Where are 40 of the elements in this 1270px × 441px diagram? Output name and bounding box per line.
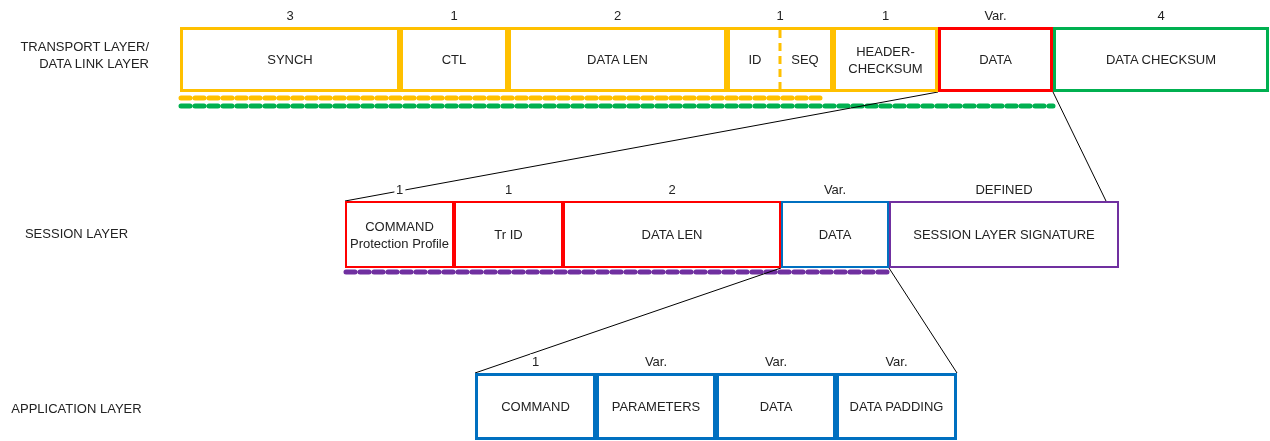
field-label: DATA — [758, 398, 794, 415]
field-label: COMMAND Protection Profile — [349, 217, 450, 252]
field-box — [716, 373, 836, 440]
field-box — [345, 201, 454, 268]
field-label: HEADER- CHECKSUM — [847, 42, 924, 77]
field-box — [889, 201, 1119, 268]
field-label: PARAMETERS — [610, 398, 702, 415]
connector-line — [1052, 91, 1107, 202]
layer-label: SESSION LAYER — [23, 225, 130, 242]
field-box — [938, 27, 1053, 92]
field-label: COMMAND — [500, 398, 571, 415]
field-box — [180, 27, 400, 92]
field-label: Tr ID — [493, 226, 524, 243]
field-label: DATA PADDING — [848, 398, 945, 415]
field-box — [454, 201, 563, 268]
field-box — [1053, 27, 1269, 92]
field-box — [836, 373, 957, 440]
layer-label: TRANSPORT LAYER/ DATA LINK LAYER — [19, 38, 149, 72]
field-box — [400, 27, 508, 92]
connector-line — [888, 267, 958, 374]
field-box — [475, 373, 596, 440]
connector-line — [474, 267, 782, 374]
field-box — [563, 201, 781, 268]
field-label: SYNCH — [266, 51, 314, 68]
field-box — [508, 27, 727, 92]
field-label: DATA — [817, 226, 853, 243]
field-box — [781, 201, 889, 268]
connector-line — [344, 91, 939, 202]
field-label: CTL — [440, 51, 468, 68]
field-label: DATA — [978, 51, 1013, 68]
field-label: SESSION LAYER SIGNATURE — [912, 226, 1096, 243]
field-label: ID — [747, 51, 763, 69]
field-box — [596, 373, 716, 440]
field-label: DATA LEN — [586, 51, 649, 68]
field-box — [833, 27, 938, 92]
field-label: DATA LEN — [640, 226, 704, 243]
layer-label: APPLICATION LAYER — [10, 400, 143, 417]
field-label: DATA CHECKSUM — [1105, 51, 1217, 68]
field-box — [727, 27, 833, 92]
field-label: SEQ — [790, 51, 820, 69]
